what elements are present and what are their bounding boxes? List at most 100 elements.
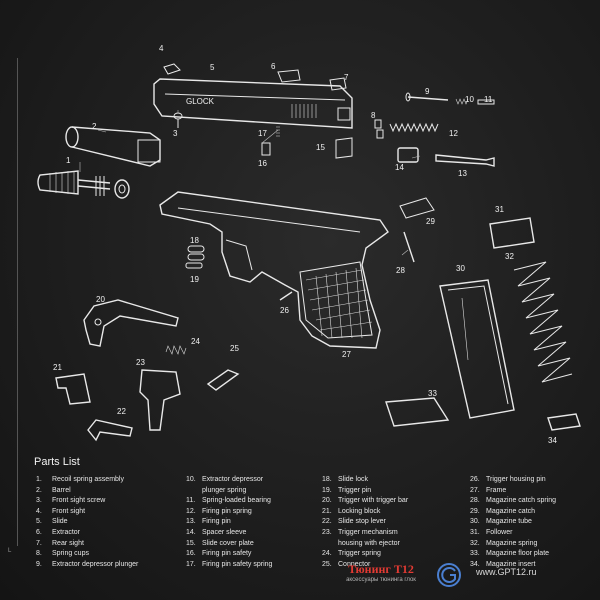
brand-logo-left: Тюнинг Т12 аксессуары тюнинга глок bbox=[318, 562, 444, 583]
parts-list-item: 14.Spacer sleeve bbox=[186, 528, 272, 539]
slide-lock-part bbox=[187, 245, 205, 261]
parts-list-item-name: Slide cover plate bbox=[202, 539, 254, 547]
locking-block-part bbox=[55, 373, 91, 405]
callout-22: 22 bbox=[117, 407, 126, 416]
callout-32: 32 bbox=[505, 252, 514, 261]
magazine-insert-part bbox=[547, 413, 581, 431]
parts-list-item-name: Firing pin safety spring bbox=[202, 560, 273, 568]
callout-5: 5 bbox=[210, 63, 215, 72]
brand-website-url: www.GPT12.ru bbox=[476, 567, 537, 577]
parts-list-item-name: Magazine tube bbox=[486, 518, 532, 526]
parts-list-item-name: Extractor depressor plunger bbox=[52, 560, 139, 568]
callout-24: 24 bbox=[191, 337, 200, 346]
parts-list-item-number: 1. bbox=[36, 476, 42, 483]
parts-list-item: 24.Trigger spring bbox=[322, 549, 408, 560]
margin-rule bbox=[17, 58, 18, 546]
slide-part: GLOCK bbox=[153, 78, 353, 129]
parts-list-item-number: 8. bbox=[36, 550, 42, 558]
parts-list-item-name: Extractor bbox=[52, 528, 81, 536]
parts-list-item-name: Spacer sleeve bbox=[202, 528, 247, 536]
callout-1: 1 bbox=[66, 156, 71, 165]
parts-list-item-name: Frame bbox=[486, 486, 507, 494]
parts-list-item: 16. Firing pin safety bbox=[186, 549, 272, 560]
parts-list-item: 30. Magazine tube bbox=[470, 517, 556, 528]
magazine-catch-part bbox=[399, 197, 435, 219]
trigger-mechanism-housing-part bbox=[139, 369, 181, 431]
front-sight-screw-part bbox=[173, 112, 183, 128]
connector-part bbox=[206, 369, 240, 391]
parts-list-item: 10. Extractor depressor bbox=[186, 475, 272, 486]
parts-list-item-number: 30. bbox=[470, 518, 480, 526]
parts-list-item-number: 10. bbox=[186, 476, 196, 483]
parts-list-item-number: 32. bbox=[470, 539, 480, 547]
callout-8: 8 bbox=[371, 111, 376, 120]
parts-list-item: 7. Rear sight bbox=[36, 539, 138, 550]
parts-list-title: Parts List bbox=[34, 456, 80, 468]
callout-leaders bbox=[79, 110, 421, 256]
brand-logo-icon bbox=[437, 563, 461, 587]
parts-list-item-name: Front sight bbox=[52, 507, 86, 515]
parts-list-item: 28.Magazine catch spring bbox=[470, 496, 556, 507]
parts-list-item: 32.Magazine spring bbox=[470, 539, 556, 550]
parts-list-item-number: 21. bbox=[322, 507, 332, 515]
callout-10: 10 bbox=[465, 95, 474, 104]
parts-list-item-name: Barrel bbox=[52, 486, 71, 494]
callout-21: 21 bbox=[53, 363, 62, 372]
parts-list-item-name: Slide lock bbox=[338, 476, 368, 483]
plunger-spring-part bbox=[455, 98, 469, 105]
parts-list-item: 18. Slide lock bbox=[322, 475, 408, 486]
parts-list-item: 4. Front sight bbox=[36, 507, 138, 518]
callout-31: 31 bbox=[495, 205, 504, 214]
callout-17: 17 bbox=[258, 129, 267, 138]
firing-pin-part bbox=[435, 154, 495, 167]
parts-list-item: 2.Barrel bbox=[36, 486, 138, 497]
parts-list-item: 6.Extractor bbox=[36, 528, 138, 539]
parts-list-item: 11.Spring-loaded bearing bbox=[186, 496, 272, 507]
parts-list-item: 25.Connector bbox=[322, 560, 408, 571]
parts-list-item-number: 20. bbox=[322, 497, 332, 505]
callout-23: 23 bbox=[136, 358, 145, 367]
exploded-view-diagram: GLOCK bbox=[37, 44, 581, 445]
parts-list-item-name: Firing pin safety bbox=[202, 550, 252, 558]
parts-list-item: 21.Locking block bbox=[322, 507, 408, 518]
parts-list-item-name: Slide bbox=[52, 518, 68, 526]
parts-list-item: 27. Frame bbox=[470, 486, 556, 497]
slide-cover-plate-part bbox=[335, 137, 353, 159]
parts-list-item: 33.Magazine floor plate bbox=[470, 549, 556, 560]
parts-list-item-number: 31. bbox=[470, 528, 480, 536]
magazine-spring-part bbox=[513, 261, 573, 383]
parts-list-item-number: 27. bbox=[470, 486, 480, 494]
parts-list-item-name: Extractor depressor bbox=[202, 476, 264, 483]
parts-list-item: 19.Trigger pin bbox=[322, 486, 408, 497]
slide-marking-text: GLOCK bbox=[186, 97, 215, 106]
parts-list-item-name: Front sight screw bbox=[52, 497, 106, 505]
parts-list-item-number: 16. bbox=[186, 550, 196, 558]
parts-list-item-number: 34. bbox=[470, 560, 480, 568]
brand-tagline: аксессуары тюнинга глок bbox=[346, 577, 416, 583]
parts-list-item-number: 29. bbox=[470, 507, 480, 515]
recoil-spring-assembly-part bbox=[37, 170, 130, 199]
callout-19: 19 bbox=[190, 275, 199, 284]
parts-list-item-number: 28. bbox=[470, 497, 480, 505]
callout-16: 16 bbox=[258, 159, 267, 168]
parts-list-item-name: Trigger pin bbox=[338, 486, 372, 494]
parts-list-item: 22.Slide stop lever bbox=[322, 517, 408, 528]
rear-sight-part bbox=[329, 77, 347, 91]
parts-list-item-number: 4. bbox=[36, 507, 42, 515]
parts-list-item: 31.Follower bbox=[470, 528, 556, 539]
parts-list-item-name: Slide stop lever bbox=[338, 518, 386, 526]
callout-6: 6 bbox=[271, 62, 276, 71]
parts-list-item-number: 7. bbox=[36, 539, 42, 547]
parts-list-item-number: 25. bbox=[322, 560, 332, 568]
parts-list-item-name: Magazine catch bbox=[486, 507, 536, 515]
parts-list-item-name: Rear sight bbox=[52, 539, 84, 547]
frame-part bbox=[159, 191, 389, 349]
firing-pin-spring-part bbox=[389, 122, 439, 133]
parts-list-item-number: 18. bbox=[322, 476, 332, 483]
parts-list-item-number: 9. bbox=[36, 560, 42, 568]
parts-list-item-name: Firing pin spring bbox=[202, 507, 252, 515]
barrel-part bbox=[65, 126, 161, 167]
trigger-with-trigger-bar-part bbox=[83, 299, 179, 347]
